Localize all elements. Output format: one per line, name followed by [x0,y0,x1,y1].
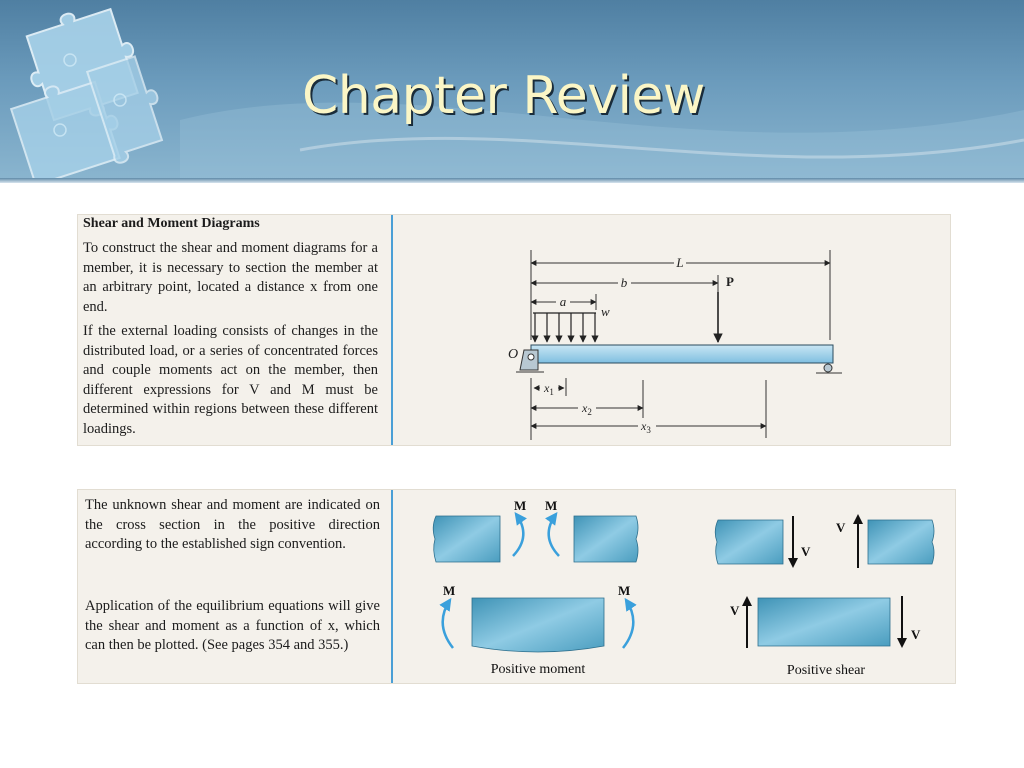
moment-label-left-top: M [514,498,526,513]
svg-text:x3: x3 [640,419,651,435]
positive-shear-caption: Positive shear [787,663,865,678]
sign-convention-panel: The unknown shear and moment are indicat… [77,489,956,684]
intro-paragraph: To construct the shear and moment diagra… [83,240,378,315]
dim-label-x3-sub: 3 [646,425,651,435]
dim-label-b: b [621,275,628,290]
moment-label-right-top: M [545,498,557,513]
force-label-P: P [726,274,734,289]
shear-label-right-bottom: V [911,627,921,642]
dim-label-L: L [675,255,683,270]
dim-label-x1-sub: 1 [549,387,554,397]
shear-moment-panel: Shear and Moment Diagrams To construct t… [77,214,951,446]
loading-paragraph: If the external loading consists of chan… [83,323,378,437]
shear-label-left-bottom: V [730,603,740,618]
svg-text:x1: x1 [543,381,554,397]
load-label-w: w [601,304,610,319]
positive-moment-caption: Positive moment [491,662,586,677]
panel-divider [391,490,393,683]
sign-convention-paragraph: The unknown shear and moment are indicat… [85,497,380,553]
equilibrium-paragraph: Application of the equilibrium equations… [85,598,380,654]
panel-heading: Shear and Moment Diagrams [83,216,260,231]
slide-header: Chapter Review [0,0,1024,180]
svg-text:x2: x2 [581,401,592,417]
panel-divider [391,215,393,445]
header-divider [0,178,1024,183]
positive-moment-diagram: M M M M Positive moment [432,498,639,677]
origin-label-O: O [508,347,518,362]
shear-label-left-top: V [801,544,811,559]
positive-shear-diagram: V V V V Positive shear [714,514,935,678]
moment-label-left-bottom: M [443,583,455,598]
dim-label-a: a [560,294,567,309]
slide-title: Chapter Review [302,66,705,126]
dim-label-x3: x [640,419,647,433]
dim-label-x1: x [543,381,550,395]
puzzle-icon [9,7,164,180]
header-swoosh-decoration [180,102,1024,180]
dim-label-x2-sub: 2 [587,407,592,417]
moment-label-right-bottom: M [618,583,630,598]
beam-diagram: L b a w P O x1 x2 x3 [508,250,842,440]
shear-label-right-top: V [836,520,846,535]
dim-label-x2: x [581,401,588,415]
